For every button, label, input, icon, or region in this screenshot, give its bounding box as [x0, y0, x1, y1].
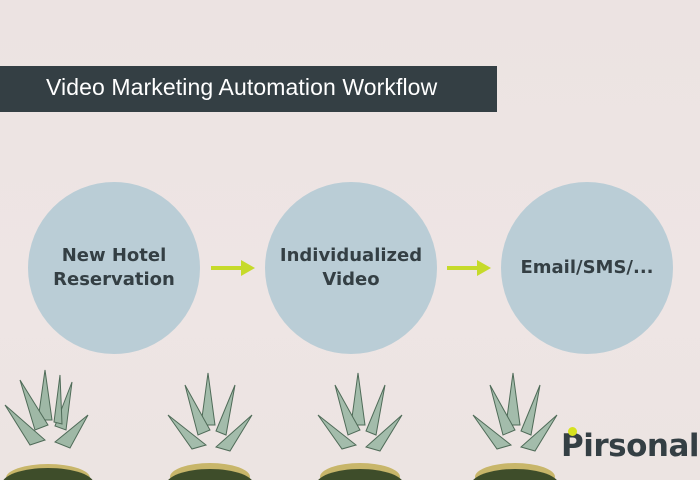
pineapple-icon	[167, 372, 253, 480]
step-email-sms: Email/SMS/...	[501, 182, 673, 354]
arrow-right-icon	[211, 260, 255, 276]
step-label: Email/SMS/...	[520, 257, 654, 278]
pineapple-icon	[472, 372, 558, 480]
arrow-right-icon	[447, 260, 491, 276]
step-label: New Hotel Reservation	[53, 245, 175, 290]
page-title: Video Marketing Automation Workflow	[46, 74, 438, 100]
logo-dot-icon	[568, 427, 577, 436]
pineapple-icon	[3, 369, 93, 480]
title-banner: Video Marketing Automation Workflow	[0, 66, 497, 112]
pirsonal-logo: Pirsonal	[561, 427, 700, 464]
pineapple-icon	[317, 372, 403, 480]
step-label: Individualized Video	[279, 245, 423, 290]
step-new-hotel-reservation: New Hotel Reservation	[28, 182, 200, 354]
logo-text: Pirsonal	[561, 428, 700, 464]
step-individualized-video: Individualized Video	[265, 182, 437, 354]
